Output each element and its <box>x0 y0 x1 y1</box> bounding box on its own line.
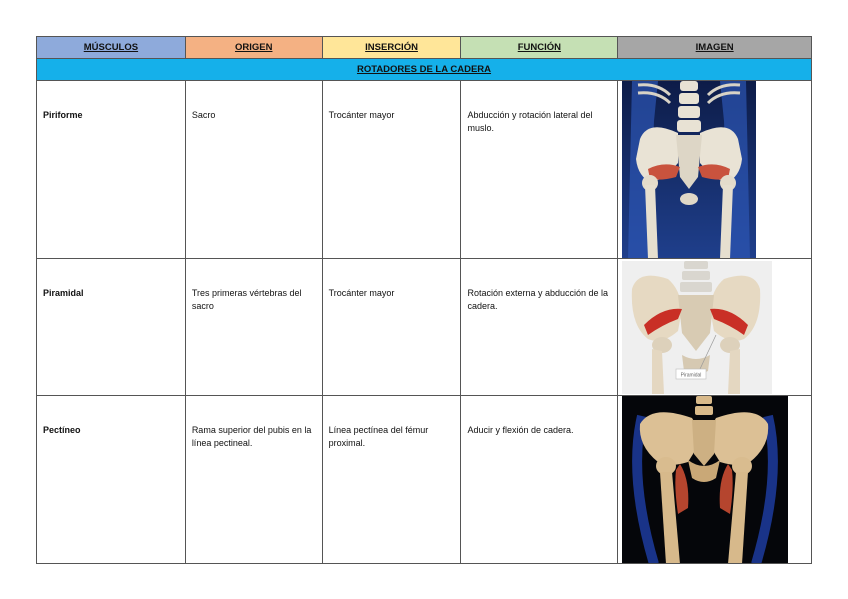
piriforme-anatomy-image <box>622 81 757 258</box>
image-cell: Piramidal <box>618 259 812 396</box>
header-insercion: INSERCIÓN <box>322 37 462 59</box>
header-imagen: IMAGEN <box>618 37 813 59</box>
section-title: ROTADORES DE LA CADERA <box>37 59 812 81</box>
muscle-name: Piriforme <box>37 81 186 259</box>
table-header-row: MÚSCULOS ORIGEN INSERCIÓN FUNCIÓN IMAGEN <box>36 36 813 59</box>
table-row: Piramidal Tres primeras vértebras del sa… <box>36 259 812 396</box>
header-funcion: FUNCIÓN <box>461 37 619 59</box>
muscle-origin: Sacro <box>185 81 323 259</box>
header-origen: ORIGEN <box>185 37 323 59</box>
muscle-insertion: Línea pectínea del fémur proximal. <box>322 396 462 564</box>
image-cell <box>618 396 812 564</box>
muscle-insertion: Trocánter mayor <box>322 259 462 396</box>
muscle-function: Aducir y flexión de cadera. <box>461 396 619 564</box>
table-row: Piriforme Sacro Trocánter mayor Abducció… <box>36 81 812 259</box>
muscle-table: MÚSCULOS ORIGEN INSERCIÓN FUNCIÓN IMAGEN… <box>36 36 813 564</box>
muscle-origin: Rama superior del pubis en la línea pect… <box>185 396 323 564</box>
muscle-name: Piramidal <box>37 259 186 396</box>
pectineo-anatomy-image <box>622 396 789 563</box>
muscle-origin: Tres primeras vértebras del sacro <box>185 259 323 396</box>
image-cell <box>618 81 812 259</box>
piramidal-anatomy-image: Piramidal <box>622 261 773 394</box>
muscle-insertion: Trocánter mayor <box>322 81 462 259</box>
muscle-name: Pectíneo <box>37 396 186 564</box>
table-row: Pectíneo Rama superior del pubis en la l… <box>36 396 812 564</box>
piramidal-image-label: Piramidal <box>681 373 702 379</box>
muscle-function: Rotación externa y abducción de la cader… <box>461 259 619 396</box>
muscle-function: Abducción y rotación lateral del muslo. <box>461 81 619 259</box>
section-row: ROTADORES DE LA CADERA <box>36 59 812 81</box>
header-musculos: MÚSCULOS <box>37 37 186 59</box>
